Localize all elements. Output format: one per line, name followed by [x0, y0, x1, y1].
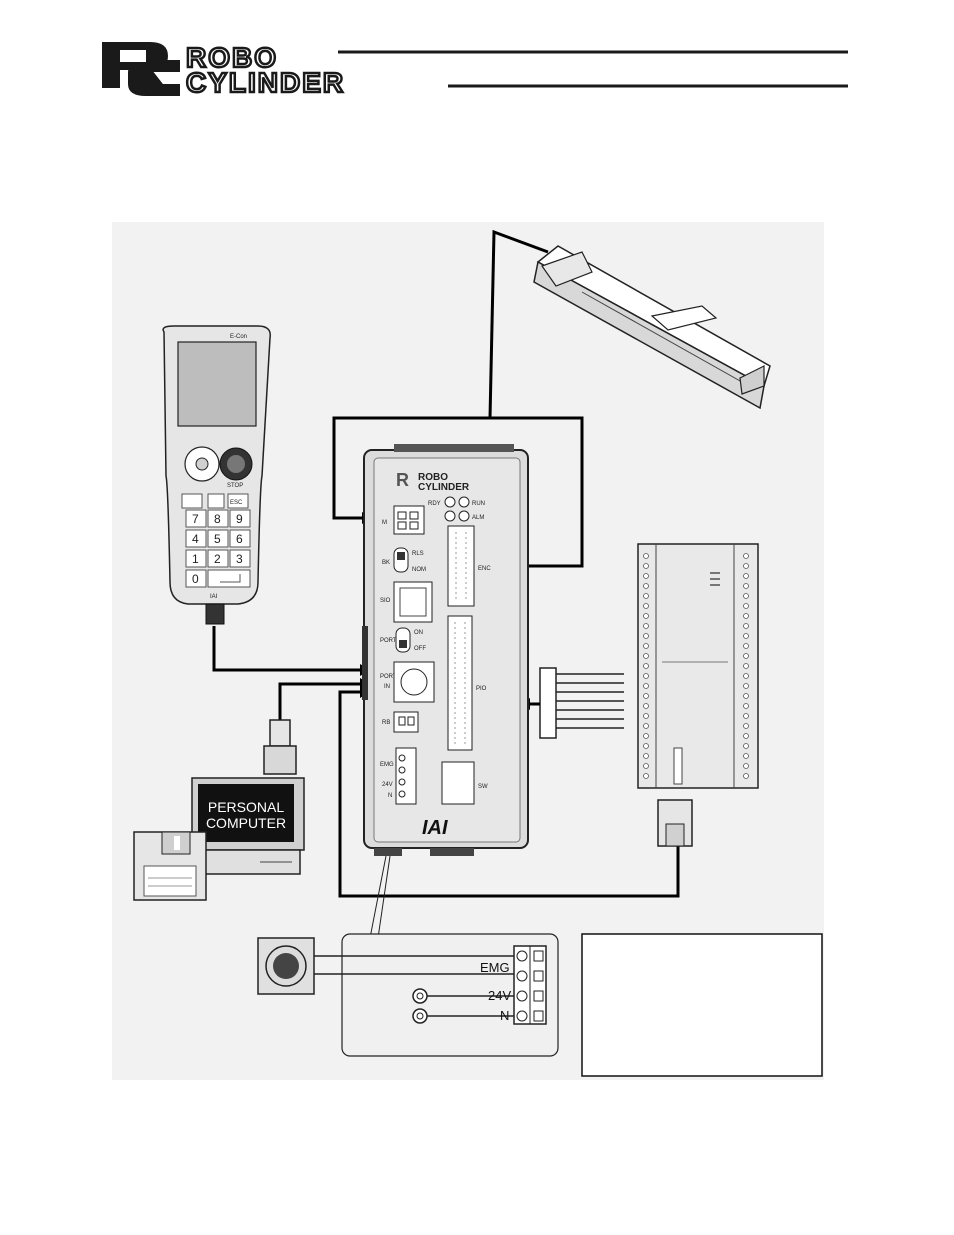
- controller-brand-line2: CYLINDER: [418, 482, 470, 493]
- plc-terminals-left: [643, 553, 649, 779]
- terminal-emg-label: EMG: [380, 762, 394, 768]
- plc-cable: [338, 690, 680, 898]
- pc-label-line1: PERSONAL: [208, 799, 284, 815]
- brand-line2: CYLINDER: [186, 67, 345, 98]
- pendant-key-esc[interactable]: [227, 493, 249, 509]
- switch-bk-rls: RLS: [412, 551, 424, 557]
- emg-detail-24v: 24V: [488, 988, 511, 1003]
- pendant-key-0[interactable]: [185, 569, 207, 588]
- floppy-disk-icon: [133, 831, 207, 901]
- pc-label-line2: COMPUTER: [206, 815, 286, 831]
- pio-flat-cable: [530, 667, 624, 739]
- switch-port-on: ON: [414, 630, 423, 636]
- motor-cable: [332, 416, 490, 520]
- pendant-key-5-label: 5: [214, 532, 221, 546]
- led-alm-b: [458, 510, 470, 522]
- pendant-screen: [177, 341, 257, 427]
- controller-brand-line1: ROBO: [418, 472, 448, 483]
- port-in-label-line2: IN: [384, 684, 390, 690]
- pendant-cable-connector: [205, 603, 225, 625]
- actuator-cable: [488, 229, 584, 568]
- controller-maker: IAI: [422, 817, 448, 839]
- pendant-key-4-label: 4: [192, 532, 199, 546]
- terminal-block[interactable]: [395, 747, 417, 805]
- note-box: [581, 933, 823, 1077]
- pendant-key-6[interactable]: [229, 529, 251, 548]
- port-pio-label: PIO: [476, 686, 487, 692]
- teaching-pendant: E-Con STOP ESC 7 8 9 4 5 6 1 2 3: [162, 325, 271, 625]
- pendant-key-upper-mid[interactable]: [207, 493, 225, 509]
- port-sw[interactable]: [441, 761, 475, 805]
- plc: [637, 543, 759, 847]
- pendant-key-3[interactable]: [229, 549, 251, 568]
- actuator: [533, 245, 771, 410]
- led-rdy: [444, 496, 456, 508]
- pendant-key-1[interactable]: [185, 549, 207, 568]
- pendant-stop-label: STOP: [227, 483, 243, 489]
- port-sw-label: SW: [478, 784, 488, 790]
- pendant-key-enter[interactable]: [207, 569, 251, 588]
- port-rb-label: RB: [382, 720, 390, 726]
- pendant-key-upper-left[interactable]: [181, 493, 203, 509]
- switch-port-off: OFF: [414, 646, 426, 652]
- pendant-key-2-label: 2: [214, 552, 221, 566]
- port-enc[interactable]: [447, 525, 475, 607]
- port-m-label: M: [382, 520, 387, 526]
- pendant-key-0-label: 0: [192, 572, 199, 586]
- emg-detail-n: N: [500, 1008, 509, 1023]
- switch-bk-label: BK: [382, 560, 390, 566]
- pendant-footer: IAI: [210, 594, 218, 600]
- pc-screen: [198, 784, 294, 842]
- controller-rc-mark: R: [396, 470, 409, 490]
- pc-cable-connector: [263, 719, 297, 775]
- led-alm-label: ALM: [472, 515, 484, 521]
- led-rdy-label: RDY: [428, 501, 441, 507]
- terminal-n-label: N: [388, 793, 392, 799]
- pendant-cable: [212, 626, 360, 672]
- led-alm-a: [444, 510, 456, 522]
- pendant-key-esc-label: ESC: [230, 500, 243, 506]
- led-run: [458, 496, 470, 508]
- pendant-key-3-label: 3: [236, 552, 243, 566]
- emg-detail: EMG 24V N: [257, 855, 559, 1057]
- pc-cable: [278, 682, 360, 720]
- rc-emblem: [102, 42, 180, 96]
- personal-computer: PERSONAL COMPUTER: [191, 777, 305, 875]
- switch-bk-nom: NOM: [412, 567, 426, 573]
- pendant-keypad: 7 8 9 4 5 6 1 2 3 0: [185, 509, 251, 588]
- system-configuration-diagram: E-Con STOP ESC 7 8 9 4 5 6 1 2 3: [112, 222, 824, 1080]
- pendant-key-9[interactable]: [229, 509, 251, 528]
- pendant-key-7[interactable]: [185, 509, 207, 528]
- pendant-key-2[interactable]: [207, 549, 229, 568]
- controller: R ROBO CYLINDER RDY RUN ALM M ENC BK RLS…: [362, 444, 529, 856]
- brand-line1: ROBO: [186, 42, 278, 73]
- pendant-key-8[interactable]: [207, 509, 229, 528]
- pendant-key-5[interactable]: [207, 529, 229, 548]
- port-sio-label: SIO: [380, 598, 391, 604]
- pendant-key-8-label: 8: [214, 512, 221, 526]
- pendant-key-7-label: 7: [192, 512, 199, 526]
- port-m[interactable]: [393, 505, 425, 535]
- robo-cylinder-logo: ROBO CYLINDER: [102, 41, 848, 99]
- pendant-key-4[interactable]: [185, 529, 207, 548]
- port-in-label-line1: PORT: [380, 674, 397, 680]
- pendant-key-6-label: 6: [236, 532, 243, 546]
- pendant-key-9-label: 9: [236, 512, 243, 526]
- led-run-label: RUN: [472, 501, 485, 507]
- port-enc-label: ENC: [478, 566, 491, 572]
- switch-port-label: PORT: [380, 638, 397, 644]
- emg-detail-emg: EMG: [480, 960, 510, 975]
- pendant-screen-brand: E-Con: [230, 334, 247, 340]
- port-pio[interactable]: [447, 615, 473, 751]
- pendant-key-1-label: 1: [192, 552, 199, 566]
- terminal-24v-label: 24V: [382, 782, 393, 788]
- plc-terminals-right: [743, 553, 749, 779]
